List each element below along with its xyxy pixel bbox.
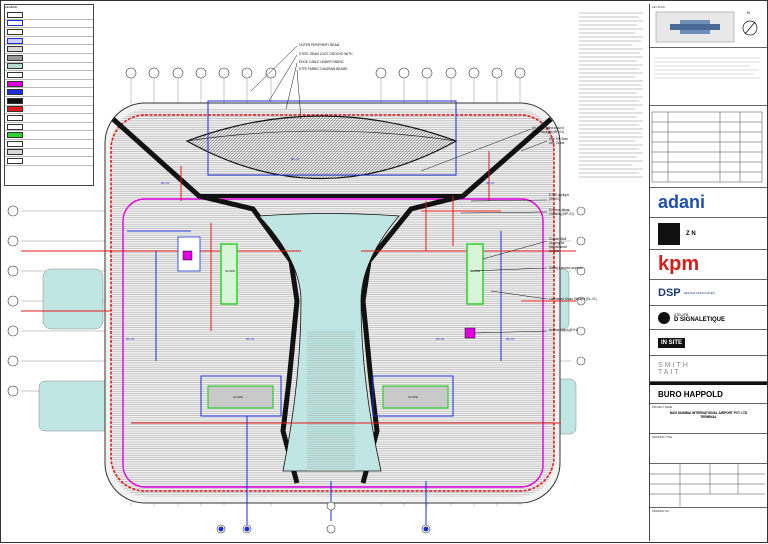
callout-label: Access Hatch (B+H) xyxy=(549,328,578,332)
legend-row xyxy=(5,37,93,46)
rf-label: RF-01 xyxy=(436,337,445,341)
red-perimeter xyxy=(110,114,555,492)
smith-tait-logo-box: SMITH TAIT xyxy=(650,356,767,382)
rf-label: RF-01 xyxy=(486,181,495,185)
legend-row xyxy=(5,88,93,97)
north-arrow-icon: N xyxy=(747,10,750,15)
signaletique-logo: D SIGNALETIQUE xyxy=(674,316,726,323)
rf-label: RF-01 xyxy=(161,181,170,185)
legend-row xyxy=(5,149,93,158)
callout-label: ETFE skylight (SP-01) xyxy=(549,193,569,201)
rf-label: RF-01 xyxy=(506,337,515,341)
architect-logo: Z N xyxy=(650,218,767,250)
general-notes xyxy=(577,7,647,187)
access-hatch-icon xyxy=(464,327,476,339)
legend-row xyxy=(5,11,93,20)
callout-label: See Tile Slab Abv. Guide xyxy=(549,137,568,145)
project-subtitle: TERMINAL xyxy=(700,415,717,419)
drawing-title-label: DRAWING TITLE xyxy=(652,436,673,439)
slope-label: SLOPE xyxy=(408,395,419,399)
buro-happold-logo-box: BURO HAPPOLD xyxy=(650,382,767,404)
callout-label: EDGE CABLE UNDER FABRIC xyxy=(299,60,344,64)
legend-row xyxy=(5,114,93,123)
legend-row xyxy=(5,20,93,29)
rf-label: RF-01 xyxy=(291,157,300,161)
project-name: NAVI MUMBAI INTERNATIONAL AIRPORT PVT. L… xyxy=(669,411,748,415)
drawing-title-box: DRAWING TITLE xyxy=(650,434,767,464)
callout-label: OUTER PERIPHERY BEAM xyxy=(299,43,340,47)
maintenance-zone-left xyxy=(220,243,238,305)
legend-table: LEGEND xyxy=(4,4,94,186)
callout-label: ETFE FABRIC DIAGRAM BEAMS xyxy=(299,67,348,71)
revision-notes xyxy=(650,48,767,106)
legend-row xyxy=(5,140,93,149)
slope-label: SLOPE xyxy=(225,269,236,273)
slope-panel-left xyxy=(207,385,274,409)
revision-table xyxy=(650,106,767,188)
notes-text-lines xyxy=(579,12,643,178)
callout-label: Laminated Glass Skylight (GL-01) xyxy=(549,297,597,301)
slope-label: SLOPE xyxy=(470,269,481,273)
key-plan: KEY PLAN N xyxy=(650,4,767,48)
legend-row xyxy=(5,54,93,63)
magenta-boundary xyxy=(122,198,544,488)
legend-row xyxy=(5,131,93,140)
callout-label: Safety Lamps/Lanyards xyxy=(549,266,583,270)
insite-logo: IN SITE xyxy=(658,337,686,348)
kpm-logo-box: kpm xyxy=(650,250,767,280)
legend-row xyxy=(5,28,93,37)
signaletique-logo-box: ATELIER D SIGNALETIQUE xyxy=(650,306,767,330)
insite-logo-box: IN SITE xyxy=(650,330,767,356)
tait-logo: TAIT xyxy=(658,368,681,376)
title-block: KEY PLAN N xyxy=(649,4,767,541)
legend-row xyxy=(5,63,93,72)
atelier-logo: ATELIER xyxy=(674,312,689,317)
legend-row xyxy=(5,157,93,166)
key-plan-label: KEY PLAN xyxy=(652,6,665,9)
drawing-number-label: DRAWING NO. xyxy=(652,510,670,513)
legend-row xyxy=(5,80,93,89)
client-logo: adani xyxy=(650,188,767,218)
kpm-logo: kpm xyxy=(658,253,700,275)
legend-title: LEGEND xyxy=(5,5,18,9)
legend-row xyxy=(5,97,93,106)
legend-row xyxy=(5,106,93,115)
slope-panel-right xyxy=(382,385,449,409)
rf-label: RF-01 xyxy=(126,337,135,341)
access-hatch-icon xyxy=(182,250,193,261)
callout-label: STEEL SEAM LOCK GROOVE WITH xyxy=(299,52,353,56)
blue-access-lines xyxy=(127,100,502,531)
buro-happold-logo: BURO HAPPOLD xyxy=(658,389,723,399)
callout-label: Curtain Wall Glazing for Maintenance Acc… xyxy=(549,237,568,253)
adani-logo: adani xyxy=(658,192,706,212)
drawing-number-box: DRAWING NO. xyxy=(650,508,767,530)
zn-logo: Z N xyxy=(686,230,696,237)
maintenance-zone-right xyxy=(466,243,484,305)
red-safety-lines xyxy=(21,151,576,424)
project-name-box: PROJECT NAME NAVI MUMBAI INTERNATIONAL A… xyxy=(650,404,767,434)
callout-label: External Metal Cladding (MP-01) xyxy=(549,208,574,216)
callout-label: Air Metal Band around ETFE skylight (MP-… xyxy=(532,126,565,134)
legend-row xyxy=(5,123,93,132)
grid-bubbles xyxy=(7,67,586,397)
roof-plan-drawing xyxy=(7,45,586,534)
rf-label: RF-01 xyxy=(246,337,255,341)
legend-row xyxy=(5,45,93,54)
dsp-logo-box: DSP DESIGN ASSOCIATES xyxy=(650,280,767,306)
dsp-logo: DSP xyxy=(658,286,681,299)
side-glazing-left xyxy=(42,268,104,330)
callout-leaders xyxy=(250,45,548,334)
dsp-subtitle: DESIGN ASSOCIATES xyxy=(683,290,715,295)
slope-label: SLOPE xyxy=(233,395,244,399)
legend-row xyxy=(5,71,93,80)
drawing-info-table xyxy=(650,464,767,508)
project-label: PROJECT NAME xyxy=(652,406,673,409)
smith-logo: SMITH xyxy=(658,361,690,369)
